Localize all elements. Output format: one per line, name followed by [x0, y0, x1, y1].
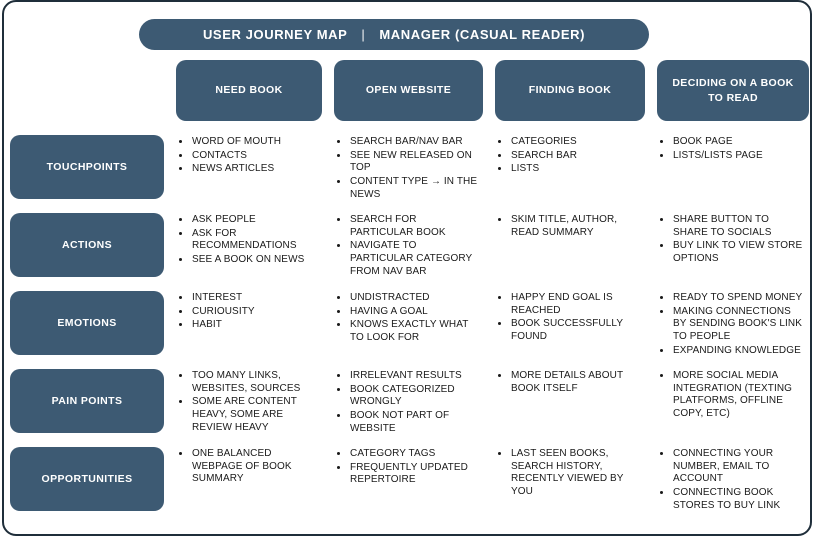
bullet-list: BOOK PAGELISTS/LISTS PAGE: [659, 136, 805, 162]
bullet-list: SEARCH FOR PARTICULAR BOOKNAVIGATE TO PA…: [336, 214, 479, 277]
cell-emotions-finding-book: HAPPY END GOAL IS REACHEDBOOK SUCCESSFUL…: [495, 291, 645, 355]
bullet-item: READY TO SPEND MONEY: [672, 292, 805, 305]
bullet-list: CATEGORIESSEARCH BARLISTS: [497, 136, 641, 176]
bullet-item: LISTS/LISTS PAGE: [672, 150, 805, 163]
row-label-emotions: EMOTIONS: [10, 291, 164, 355]
cell-emotions-deciding-on-a-book-to-read: READY TO SPEND MONEYMAKING CONNECTIONS B…: [657, 291, 809, 355]
bullet-list: CATEGORY TAGSFREQUENTLY UPDATED REPERTOI…: [336, 448, 479, 487]
bullet-item: MAKING CONNECTIONS BY SENDING BOOK'S LIN…: [672, 306, 805, 344]
bullet-item: KNOWS EXACTLY WHAT TO LOOK FOR: [349, 319, 479, 344]
title-left: USER JOURNEY MAP: [202, 27, 348, 42]
bullet-item: HAPPY END GOAL IS REACHED: [510, 292, 641, 317]
bullet-list: WORD OF MOUTHCONTACTSNEWS ARTICLES: [178, 136, 318, 176]
bullet-list: MORE DETAILS ABOUT BOOK ITSELF: [497, 370, 641, 395]
bullet-item: CATEGORIES: [510, 136, 641, 149]
column-header-need-book: NEED BOOK: [176, 60, 322, 121]
bullet-item: BOOK NOT PART OF WEBSITE: [349, 410, 479, 433]
bullet-list: MORE SOCIAL MEDIA INTEGRATION (TEXTING P…: [659, 370, 805, 421]
bullet-item: LAST SEEN BOOKS, SEARCH HISTORY, RECENTL…: [510, 448, 641, 499]
cell-opportunities-open-website: CATEGORY TAGSFREQUENTLY UPDATED REPERTOI…: [334, 447, 483, 511]
row-label-pain-points: PAIN POINTS: [10, 369, 164, 433]
bullet-item: ASK FOR RECOMMENDATIONS: [191, 228, 318, 253]
bullet-item: SEE A BOOK ON NEWS: [191, 254, 318, 267]
bullet-list: SEARCH BAR/NAV BARSEE NEW RELEASED ON TO…: [336, 136, 479, 199]
bullet-item: BUY LINK TO VIEW STORE OPTIONS: [672, 240, 805, 265]
bullet-list: INTERESTCURIOUSITYHABIT: [178, 292, 318, 332]
bullet-item: ASK PEOPLE: [191, 214, 318, 227]
bullet-list: ASK PEOPLEASK FOR RECOMMENDATIONSSEE A B…: [178, 214, 318, 267]
bullet-list: IRRELEVANT RESULTSBOOK CATEGORIZED WRONG…: [336, 370, 479, 433]
bullet-item: SHARE BUTTON TO SHARE TO SOCIALS: [672, 214, 805, 239]
cell-opportunities-finding-book: LAST SEEN BOOKS, SEARCH HISTORY, RECENTL…: [495, 447, 645, 511]
cell-touchpoints-finding-book: CATEGORIESSEARCH BARLISTS: [495, 135, 645, 199]
bullet-item: SEARCH BAR: [510, 150, 641, 163]
bullet-item: SEE NEW RELEASED ON TOP: [349, 150, 479, 175]
bullet-item: UNDISTRACTED: [349, 292, 479, 305]
bullet-list: SHARE BUTTON TO SHARE TO SOCIALSBUY LINK…: [659, 214, 805, 266]
bullet-item: ONE BALANCED WEBPAGE OF BOOK SUMMARY: [191, 448, 318, 486]
bullet-item: MORE SOCIAL MEDIA INTEGRATION (TEXTING P…: [672, 370, 805, 421]
title-right: MANAGER (CASUAL READER): [379, 27, 586, 42]
cell-touchpoints-open-website: SEARCH BAR/NAV BARSEE NEW RELEASED ON TO…: [334, 135, 483, 199]
grid-corner-spacer: [10, 60, 164, 121]
cell-pain-points-open-website: IRRELEVANT RESULTSBOOK CATEGORIZED WRONG…: [334, 369, 483, 433]
cell-opportunities-need-book: ONE BALANCED WEBPAGE OF BOOK SUMMARY: [176, 447, 322, 511]
bullet-item: SEARCH FOR PARTICULAR BOOK: [349, 214, 479, 239]
bullet-item: IRRELEVANT RESULTS: [349, 370, 479, 383]
bullet-list: SKIM TITLE, AUTHOR, READ SUMMARY: [497, 214, 641, 239]
bullet-item: CONTACTS: [191, 150, 318, 163]
column-header-deciding-on-a-book-to-read: DECIDING ON A BOOK TO READ: [657, 60, 809, 121]
row-label-opportunities: OPPORTUNITIES: [10, 447, 164, 511]
bullet-list: LAST SEEN BOOKS, SEARCH HISTORY, RECENTL…: [497, 448, 641, 499]
bullet-item: MORE DETAILS ABOUT BOOK ITSELF: [510, 370, 641, 395]
bullet-item: NEWS ARTICLES: [191, 163, 318, 176]
cell-emotions-need-book: INTERESTCURIOUSITYHABIT: [176, 291, 322, 355]
bullet-item: WORD OF MOUTH: [191, 136, 318, 149]
bullet-list: UNDISTRACTEDHAVING A GOALKNOWS EXACTLY W…: [336, 292, 479, 345]
cell-opportunities-deciding-on-a-book-to-read: CONNECTING YOUR NUMBER, EMAIL TO ACCOUNT…: [657, 447, 809, 511]
bullet-item: CONTENT TYPE → IN THE NEWS: [349, 176, 479, 199]
row-label-touchpoints: TOUCHPOINTS: [10, 135, 164, 199]
bullet-item: EXPANDING KNOWLEDGE: [672, 345, 805, 355]
column-header-open-website: OPEN WEBSITE: [334, 60, 483, 121]
bullet-list: HAPPY END GOAL IS REACHEDBOOK SUCCESSFUL…: [497, 292, 641, 344]
bullet-item: CURIOUSITY: [191, 306, 318, 319]
cell-actions-deciding-on-a-book-to-read: SHARE BUTTON TO SHARE TO SOCIALSBUY LINK…: [657, 213, 809, 277]
journey-grid: NEED BOOK OPEN WEBSITE FINDING BOOK DECI…: [10, 60, 809, 511]
bullet-list: READY TO SPEND MONEYMAKING CONNECTIONS B…: [659, 292, 805, 355]
title-separator: |: [361, 27, 366, 42]
bullet-item: INTEREST: [191, 292, 318, 305]
cell-emotions-open-website: UNDISTRACTEDHAVING A GOALKNOWS EXACTLY W…: [334, 291, 483, 355]
bullet-list: CONNECTING YOUR NUMBER, EMAIL TO ACCOUNT…: [659, 448, 805, 511]
cell-touchpoints-deciding-on-a-book-to-read: BOOK PAGELISTS/LISTS PAGE: [657, 135, 809, 199]
bullet-item: BOOK PAGE: [672, 136, 805, 149]
cell-actions-need-book: ASK PEOPLEASK FOR RECOMMENDATIONSSEE A B…: [176, 213, 322, 277]
bullet-item: BOOK SUCCESSFULLY FOUND: [510, 318, 641, 343]
bullet-item: TOO MANY LINKS, WEBSITES, SOURCES: [191, 370, 318, 395]
bullet-list: TOO MANY LINKS, WEBSITES, SOURCESSOME AR…: [178, 370, 318, 433]
bullet-item: SEARCH BAR/NAV BAR: [349, 136, 479, 149]
bullet-item: NAVIGATE TO PARTICULAR CATEGORY FROM NAV…: [349, 240, 479, 277]
column-header-finding-book: FINDING BOOK: [495, 60, 645, 121]
cell-pain-points-need-book: TOO MANY LINKS, WEBSITES, SOURCESSOME AR…: [176, 369, 322, 433]
bullet-list: ONE BALANCED WEBPAGE OF BOOK SUMMARY: [178, 448, 318, 486]
cell-pain-points-finding-book: MORE DETAILS ABOUT BOOK ITSELF: [495, 369, 645, 433]
cell-touchpoints-need-book: WORD OF MOUTHCONTACTSNEWS ARTICLES: [176, 135, 322, 199]
bullet-item: FREQUENTLY UPDATED REPERTOIRE: [349, 462, 479, 487]
bullet-item: LISTS: [510, 163, 641, 176]
row-label-actions: ACTIONS: [10, 213, 164, 277]
bullet-item: SOME ARE CONTENT HEAVY, SOME ARE REVIEW …: [191, 396, 318, 433]
bullet-item: HABIT: [191, 319, 318, 332]
bullet-item: CATEGORY TAGS: [349, 448, 479, 461]
bullet-item: CONNECTING YOUR NUMBER, EMAIL TO ACCOUNT: [672, 448, 805, 486]
cell-actions-finding-book: SKIM TITLE, AUTHOR, READ SUMMARY: [495, 213, 645, 277]
bullet-item: SKIM TITLE, AUTHOR, READ SUMMARY: [510, 214, 641, 239]
bullet-item: CONNECTING BOOK STORES TO BUY LINK: [672, 487, 805, 511]
cell-actions-open-website: SEARCH FOR PARTICULAR BOOKNAVIGATE TO PA…: [334, 213, 483, 277]
title-bar: USER JOURNEY MAP | MANAGER (CASUAL READE…: [139, 19, 649, 50]
bullet-item: HAVING A GOAL: [349, 306, 479, 319]
cell-pain-points-deciding-on-a-book-to-read: MORE SOCIAL MEDIA INTEGRATION (TEXTING P…: [657, 369, 809, 433]
bullet-item: BOOK CATEGORIZED WRONGLY: [349, 384, 479, 409]
